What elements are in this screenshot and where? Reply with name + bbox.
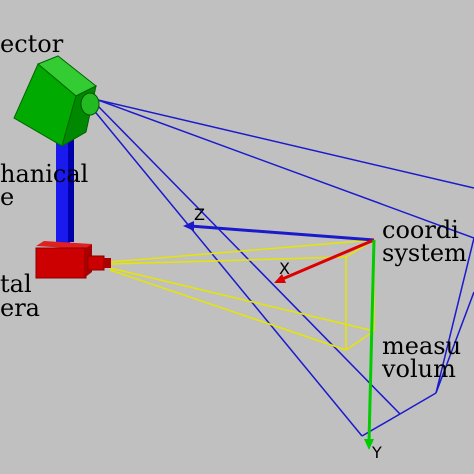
coordinate-label-line2: system bbox=[382, 239, 467, 267]
coordinate-label-line1: coordi bbox=[382, 216, 459, 244]
axis-x-line bbox=[279, 238, 375, 282]
axis-z-label: Z bbox=[194, 205, 205, 224]
camera-lens bbox=[87, 255, 105, 271]
volume-edge-bottom-a bbox=[361, 413, 401, 437]
mechanical-stand bbox=[56, 138, 74, 244]
axis-z-line bbox=[189, 224, 375, 242]
measuring-label-line1: measu bbox=[382, 332, 461, 360]
projector-ray-low bbox=[91, 107, 363, 437]
stand-column-side bbox=[68, 138, 74, 242]
projector-lens bbox=[80, 92, 100, 116]
projector-ray-top bbox=[97, 99, 474, 189]
measuring-label-line2: volum bbox=[381, 355, 456, 383]
camera-lens-ring bbox=[103, 258, 111, 268]
camera-body bbox=[35, 241, 111, 279]
axis-x-arrowhead bbox=[274, 274, 286, 283]
camera-top-face bbox=[36, 241, 92, 249]
camera-ray-2 bbox=[109, 256, 347, 265]
projector-ray-upper bbox=[97, 99, 474, 239]
coordinate-axes bbox=[183, 221, 376, 450]
projector-box bbox=[13, 55, 100, 148]
camera-label-line2: era bbox=[0, 294, 40, 322]
projector-label: ector bbox=[0, 30, 64, 58]
projector-ray-mid bbox=[95, 103, 401, 415]
camera-ray-3 bbox=[109, 267, 375, 332]
camera-front-face bbox=[35, 247, 87, 279]
axis-y-arrowhead bbox=[364, 439, 374, 450]
axis-x-label: X bbox=[279, 259, 290, 278]
projector-rays bbox=[91, 99, 474, 437]
axis-y-line bbox=[367, 239, 376, 443]
camera-ray-1 bbox=[109, 239, 375, 263]
volume-edge-bottom-b bbox=[399, 392, 437, 415]
camera-rays bbox=[109, 239, 375, 351]
camera-frame-bottom bbox=[345, 330, 375, 351]
axis-y-label: Y bbox=[371, 443, 382, 462]
volume-edge-right bbox=[435, 237, 474, 394]
axis-z-arrowhead bbox=[183, 221, 194, 231]
stand-column-front bbox=[56, 142, 70, 244]
volume-edge-right-lower bbox=[435, 291, 474, 394]
mechanical-label-line2: e bbox=[0, 183, 14, 211]
camera-label-line1: tal bbox=[0, 270, 32, 298]
mechanical-label-line1: hanical bbox=[0, 160, 88, 188]
camera-ray-4 bbox=[109, 269, 347, 351]
